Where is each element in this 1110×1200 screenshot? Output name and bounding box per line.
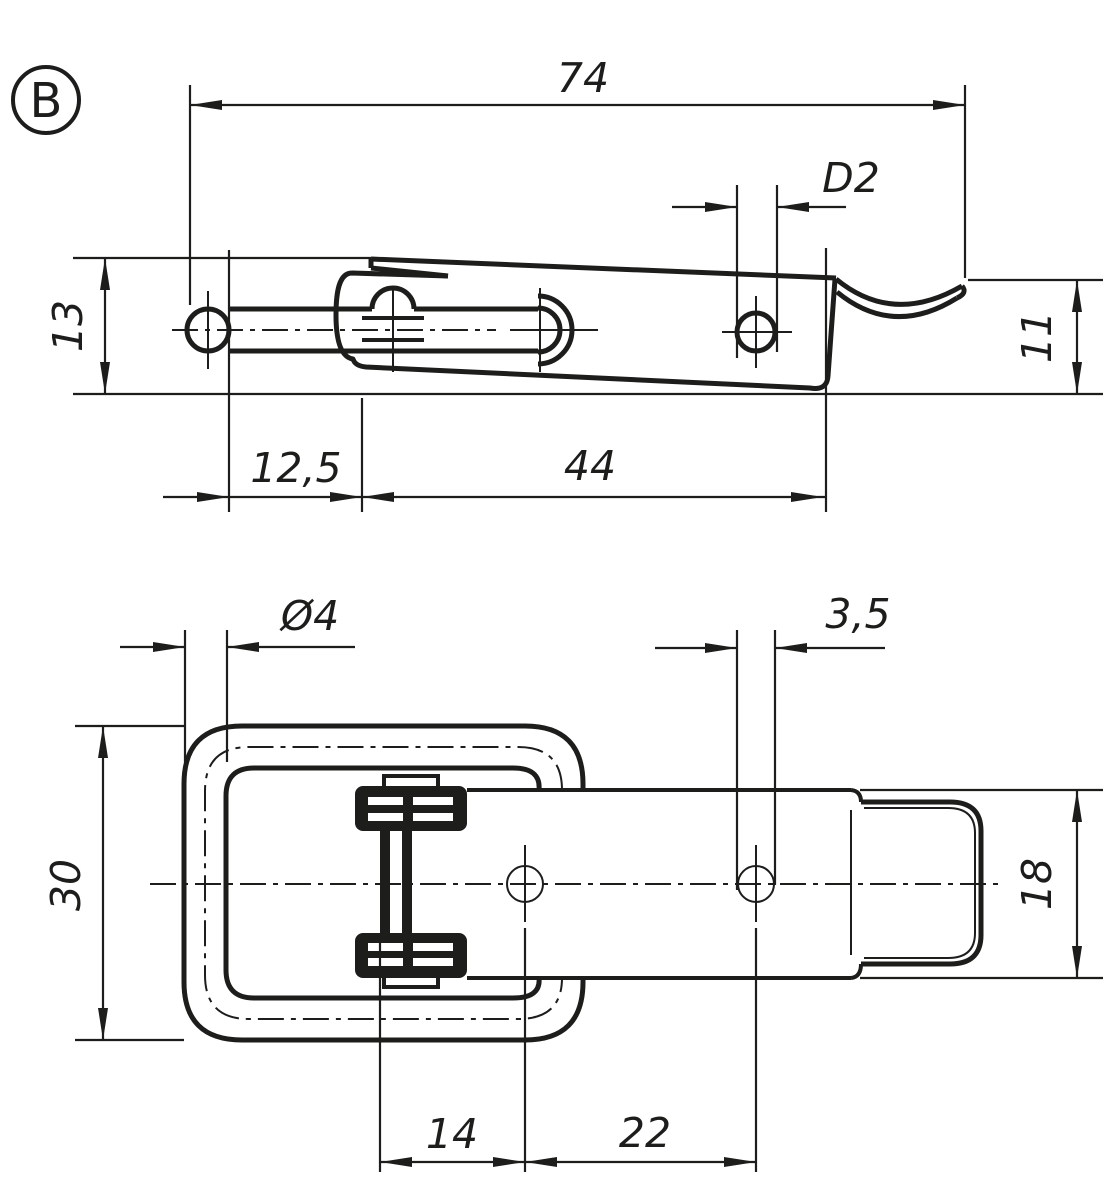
dim-text: 30 — [42, 859, 90, 911]
dim-hole-positions: 14 22 — [378, 928, 758, 1172]
dim-text: 74 — [557, 54, 609, 102]
side-view: 74 D2 13 11 — [44, 54, 1103, 512]
bottom-lug-slot — [368, 958, 403, 966]
lever-top-edge — [370, 256, 837, 281]
hook-inner-curve — [835, 290, 959, 319]
arrowhead — [775, 643, 807, 653]
axle-bar-right — [402, 831, 412, 933]
hook-outer-curve — [834, 277, 964, 307]
dim-loop-width: 30 — [42, 724, 184, 1042]
arrowhead — [227, 642, 259, 652]
arrowhead — [493, 1157, 525, 1167]
bottom-lug-slot — [413, 958, 453, 966]
dim-text: 18 — [1013, 858, 1061, 910]
arrowhead — [791, 492, 823, 502]
top-lug-slot — [413, 797, 453, 805]
dim-strip-width: 18 — [860, 788, 1103, 980]
dim-text: D2 — [822, 154, 880, 202]
arrowhead — [777, 202, 809, 212]
dim-hole-dia-ref: D2 — [672, 154, 880, 358]
dim-text: 22 — [619, 1109, 671, 1157]
dim-text: 12,5 — [250, 444, 341, 492]
top-lug — [355, 786, 467, 831]
dim-text: 11 — [1013, 311, 1061, 363]
view-label-badge: B — [11, 65, 81, 135]
arrowhead — [153, 642, 185, 652]
arrowhead — [1072, 280, 1082, 312]
arrowhead — [1072, 790, 1082, 822]
arrowhead — [1072, 946, 1082, 978]
dim-hook-height: 11 — [968, 278, 1103, 394]
bottom-lug-slot — [368, 943, 403, 951]
dim-wire-dia: Ø4 — [120, 592, 355, 762]
top-lug-slot — [368, 813, 403, 821]
dim-overall-length: 74 — [188, 54, 967, 305]
plan-view: Ø4 3,5 30 18 — [42, 590, 1103, 1172]
arrowhead — [330, 492, 362, 502]
arrowhead — [362, 492, 394, 502]
arrowhead — [100, 258, 110, 290]
dim-text: 13 — [44, 300, 92, 352]
top-lug-slot — [413, 813, 453, 821]
arrowhead — [724, 1157, 756, 1167]
bottom-lug-slot — [413, 943, 453, 951]
arrowhead — [190, 100, 222, 110]
dim-text: 44 — [564, 442, 616, 490]
pivot-lug-assembly — [355, 774, 467, 989]
arrowhead — [705, 202, 737, 212]
dim-text: 3,5 — [825, 590, 890, 638]
axle-bar-left — [380, 831, 390, 933]
arrowhead — [525, 1157, 557, 1167]
dim-text: 14 — [426, 1110, 478, 1158]
side-hole — [722, 296, 792, 368]
dim-hole-dia: 3,5 — [655, 590, 891, 890]
dim-text: Ø4 — [279, 592, 339, 640]
arrowhead — [705, 643, 737, 653]
latch-lever-side — [333, 256, 967, 391]
hook-tip-cap — [955, 284, 967, 301]
dim-loop-height: 13 — [44, 258, 110, 394]
bottom-lug — [355, 933, 467, 978]
view-label-text: B — [30, 73, 63, 129]
arrowhead — [98, 726, 108, 758]
arrowhead — [1072, 362, 1082, 394]
dim-loop-reach-and-body-length: 12,5 44 — [163, 248, 828, 512]
hook-step-bottom — [850, 963, 863, 980]
arrowhead — [197, 492, 229, 502]
view-label-circle — [11, 65, 81, 135]
wire-loop-side — [172, 285, 598, 372]
arrowhead — [98, 1008, 108, 1040]
top-lug-slot — [368, 797, 403, 805]
arrowhead — [933, 100, 965, 110]
lever-body-outline — [333, 270, 838, 391]
arrowhead — [100, 362, 110, 394]
arrowhead — [380, 1157, 412, 1167]
hook-step-top — [850, 788, 863, 803]
